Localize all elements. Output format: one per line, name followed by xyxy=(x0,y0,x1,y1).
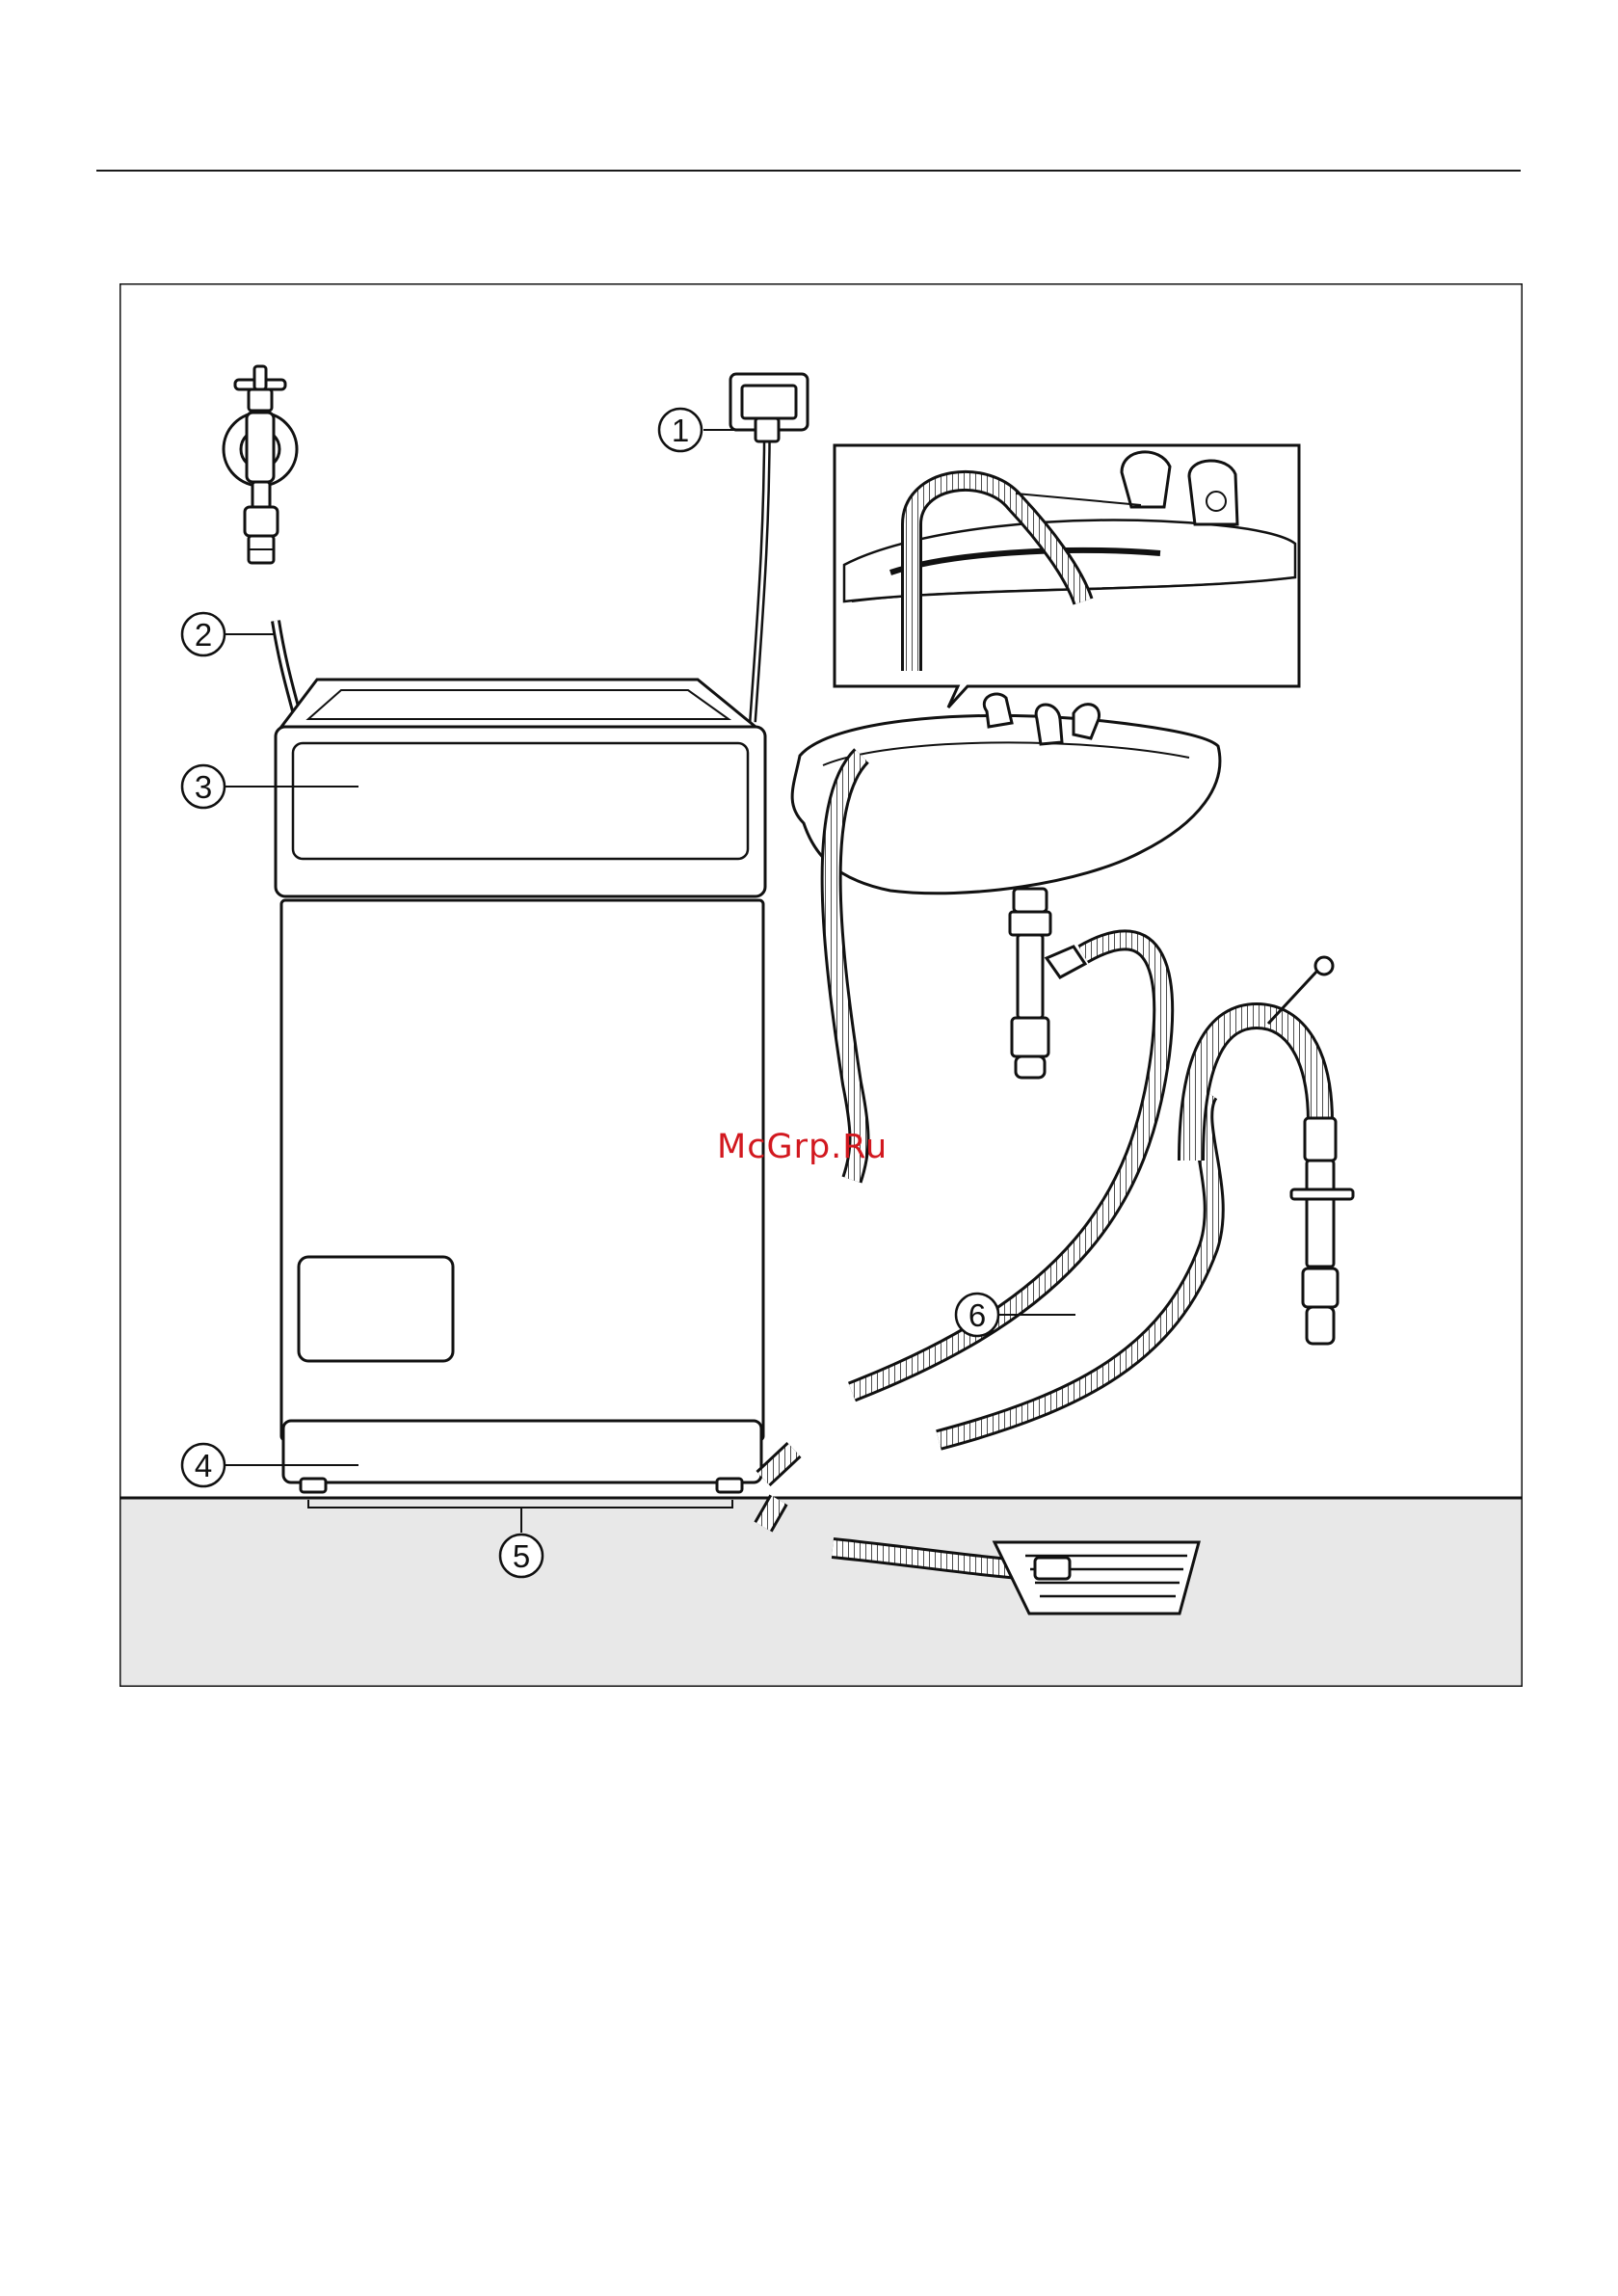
callout-6-label: 6 xyxy=(968,1297,986,1333)
callout-3-label: 3 xyxy=(195,769,212,805)
callout-1: 1 xyxy=(659,409,702,451)
callout-2: 2 xyxy=(182,613,225,655)
callout-4-label: 4 xyxy=(195,1448,212,1483)
installation-diagram: 1 2 3 4 5 6 xyxy=(119,283,1523,1687)
power-socket-icon xyxy=(730,374,808,441)
header-rule xyxy=(96,170,1521,172)
diagram-canvas: 1 2 3 4 5 6 xyxy=(119,283,1523,1687)
callout-1-label: 1 xyxy=(672,413,689,448)
callout-4: 4 xyxy=(182,1444,225,1486)
callout-3: 3 xyxy=(182,765,225,808)
callout-2-label: 2 xyxy=(195,617,212,653)
callout-5-label: 5 xyxy=(513,1538,530,1574)
watermark-text: McGrp.Ru xyxy=(717,1128,888,1166)
inset-detail xyxy=(835,445,1299,707)
floor xyxy=(121,1498,1522,1686)
callout-6: 6 xyxy=(956,1294,998,1336)
callout-5: 5 xyxy=(500,1535,543,1577)
floor-drain xyxy=(995,1542,1199,1614)
